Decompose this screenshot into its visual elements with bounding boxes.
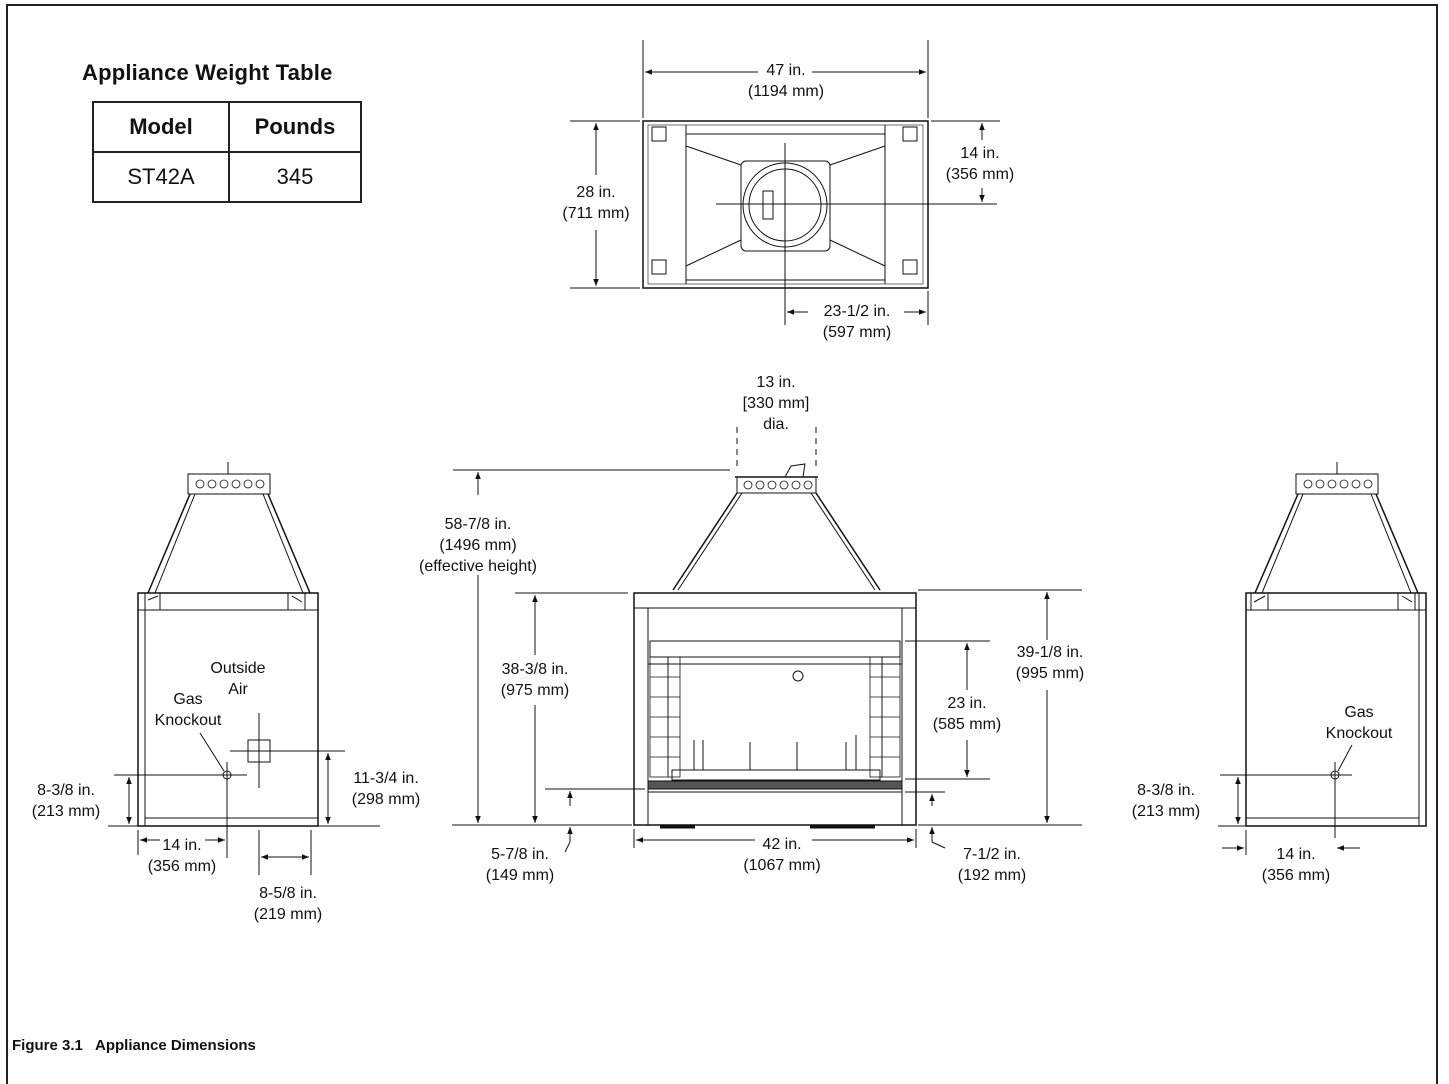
opening-height-label: 23 in.(585 mm) — [932, 695, 1002, 733]
effective-height-label: 58-7/8 in.(1496 mm)(effective height) — [419, 516, 537, 575]
weight-table-title: Appliance Weight Table — [82, 60, 333, 85]
left-side-view — [108, 462, 380, 875]
hearth-height-label: 5-7/8 in.(149 mm) — [485, 846, 555, 884]
figure-title: Appliance Dimensions — [95, 1037, 256, 1054]
left-air-height-label: 11-3/4 in.(298 mm) — [351, 770, 421, 808]
weight-table-header-pounds: Pounds — [228, 101, 362, 153]
right-side-view — [1218, 462, 1427, 855]
weight-table-pounds-cell: 345 — [228, 151, 362, 203]
front-view — [452, 427, 1082, 853]
right-gas-offset-label: 14 in.(356 mm) — [1261, 846, 1331, 884]
figure-caption: Figure 3.1 Appliance Dimensions — [12, 1037, 256, 1054]
right-gas-height-label: 8-3/8 in.(213 mm) — [1131, 782, 1201, 820]
front-width-label: 42 in.(1067 mm) — [743, 836, 821, 874]
left-gas-height-label: 8-3/8 in.(213 mm) — [31, 782, 101, 820]
top-depth-label: 28 in.(711 mm) — [562, 184, 630, 222]
figure-number: Figure 3.1 — [12, 1037, 83, 1054]
left-gas-offset-label: 14 in.(356 mm) — [147, 837, 217, 875]
top-width-label: 47 in.(1194 mm) — [747, 62, 825, 100]
flue-diameter-label: 13 in.[330 mm]dia. — [742, 374, 810, 433]
box-height-label: 38-3/8 in.(975 mm) — [500, 661, 570, 699]
overall-height-label: 39-1/8 in.(995 mm) — [1015, 644, 1085, 682]
weight-table-header-model: Model — [92, 101, 230, 153]
top-flue-offset-depth-label: 14 in.(356 mm) — [945, 145, 1015, 183]
top-view — [570, 40, 1000, 325]
top-flue-offset-width-label: 23-1/2 in.(597 mm) — [822, 303, 892, 341]
weight-table-header-row: Model Pounds — [92, 101, 362, 153]
opening-base-label: 7-1/2 in.(192 mm) — [957, 846, 1027, 884]
table-row: ST42A 345 — [92, 151, 362, 203]
weight-table: Model Pounds ST42A 345 — [92, 101, 362, 203]
left-air-width-label: 8-5/8 in.(219 mm) — [253, 885, 323, 923]
weight-table-model-cell: ST42A — [92, 151, 230, 203]
figure-frame — [6, 4, 1438, 1084]
